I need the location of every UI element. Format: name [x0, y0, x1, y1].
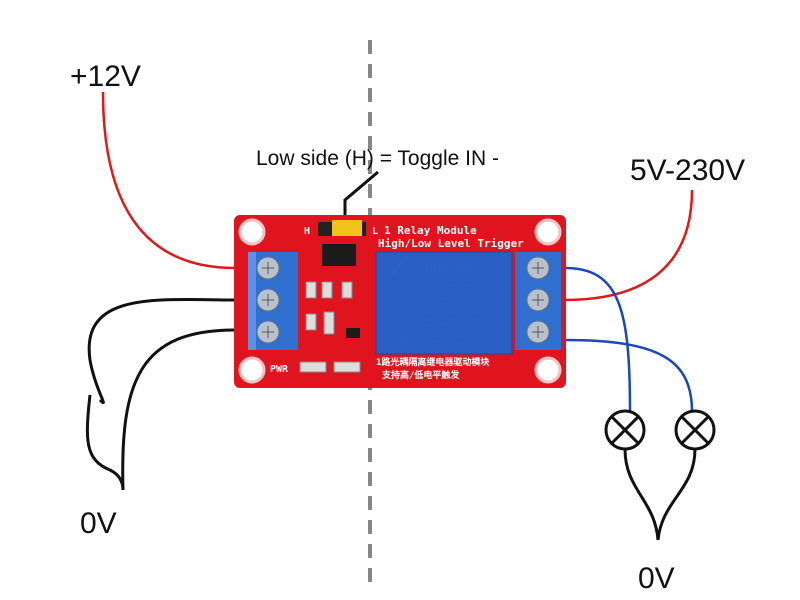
relay-rating-2: 15A 125VAC [424, 305, 481, 316]
wire-ground-dc [121, 328, 236, 491]
lamp-2 [674, 409, 716, 451]
optocoupler [322, 244, 356, 266]
output-terminal-block [515, 252, 561, 350]
mount-hole [534, 218, 562, 246]
jumper-l-label: L [372, 226, 378, 237]
relay-coil: 12VDC [446, 278, 478, 289]
mount-hole [534, 356, 562, 384]
trigger-jumper [318, 220, 366, 236]
wire-load-nc [564, 338, 694, 413]
relay-brand: TONGLING [418, 262, 475, 274]
module-subtitle: High/Low Level Trigger [378, 237, 524, 250]
label-ground-left: 0V [80, 507, 117, 540]
mount-hole [238, 218, 266, 246]
relay-body: TONGLING 12VDC 10A 250VAC 15A 125VAC 10A… [375, 251, 513, 355]
module-cn-line-2: 支持高/低电平触发 [381, 369, 460, 381]
relay-module: H L PWR 1 Relay Module High/Low Level Tr… [234, 215, 566, 388]
relay-rating-3: 10A 250VAC [424, 318, 481, 329]
lamp-1 [604, 409, 646, 451]
relay-rating-1: 10A 250VAC [424, 292, 481, 303]
jumper-pointer [343, 170, 379, 218]
label-ground-right: 0V [638, 562, 675, 595]
jumper-h-label: H [304, 226, 310, 237]
module-title: 1 Relay Module [384, 224, 477, 237]
wire-lamp-ground [623, 448, 697, 541]
wire-load-no [564, 266, 632, 413]
mount-hole [238, 356, 266, 384]
wire-positive-12v [101, 91, 236, 270]
wire-load-supply [564, 189, 694, 302]
label-load-supply: 5V-230V [630, 154, 745, 187]
label-supply-positive: +12V [70, 60, 141, 93]
input-terminal-block [248, 252, 298, 350]
relay-logo-icon [391, 258, 413, 277]
pwr-label: PWR [270, 364, 289, 375]
relay-model: JQC-3FF-S-Z [398, 335, 465, 347]
wire-ground-in [87, 298, 236, 404]
module-cn-line-1: 1路光耦隔离继电器驱动模块 [376, 356, 490, 368]
label-jumper-note: Low side (H) = Toggle IN - [256, 147, 499, 170]
wire-ground-join [85, 394, 125, 491]
